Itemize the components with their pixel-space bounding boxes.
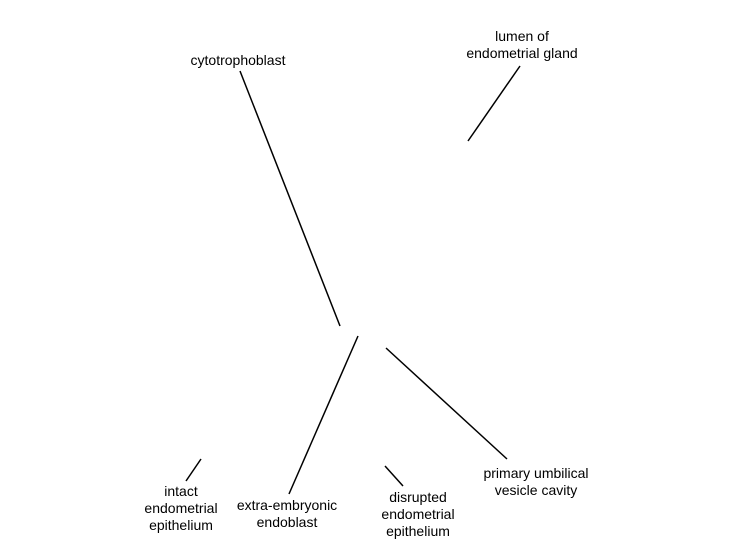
label-line: vesicle cavity: [494, 482, 578, 498]
label-line: endometrial: [144, 500, 218, 516]
label-line: endometrial gland: [466, 45, 578, 61]
leader-line-disrupted: [384, 465, 404, 487]
leader-line-cytotrophoblast: [239, 70, 341, 327]
label-cytotrophoblast: cytotrophoblast: [178, 52, 298, 69]
label-disrupted-endometrial-epithelium: disrupted endometrial epithelium: [368, 489, 468, 540]
label-line: disrupted: [389, 489, 447, 505]
label-line: epithelium: [386, 523, 450, 539]
label-line: endoblast: [256, 514, 318, 530]
label-line: endometrial: [381, 506, 455, 522]
label-line: primary umbilical: [483, 465, 589, 481]
label-lumen-of-endometrial-gland: lumen of endometrial gland: [452, 28, 592, 62]
leader-line-intact: [185, 458, 202, 482]
label-line: extra-embryonic: [236, 497, 338, 513]
leader-line-lumen: [467, 65, 521, 142]
label-extra-embryonic-endoblast: extra-embryonic endoblast: [225, 497, 349, 531]
label-line: intact: [164, 483, 198, 499]
label-line: cytotrophoblast: [190, 52, 286, 68]
leader-line-extra: [288, 335, 359, 495]
label-intact-endometrial-epithelium: intact endometrial epithelium: [136, 483, 226, 534]
label-primary-umbilical-vesicle-cavity: primary umbilical vesicle cavity: [466, 465, 606, 499]
leader-line-primary: [385, 347, 508, 460]
label-line: epithelium: [149, 517, 213, 533]
label-line: lumen of: [495, 28, 549, 44]
